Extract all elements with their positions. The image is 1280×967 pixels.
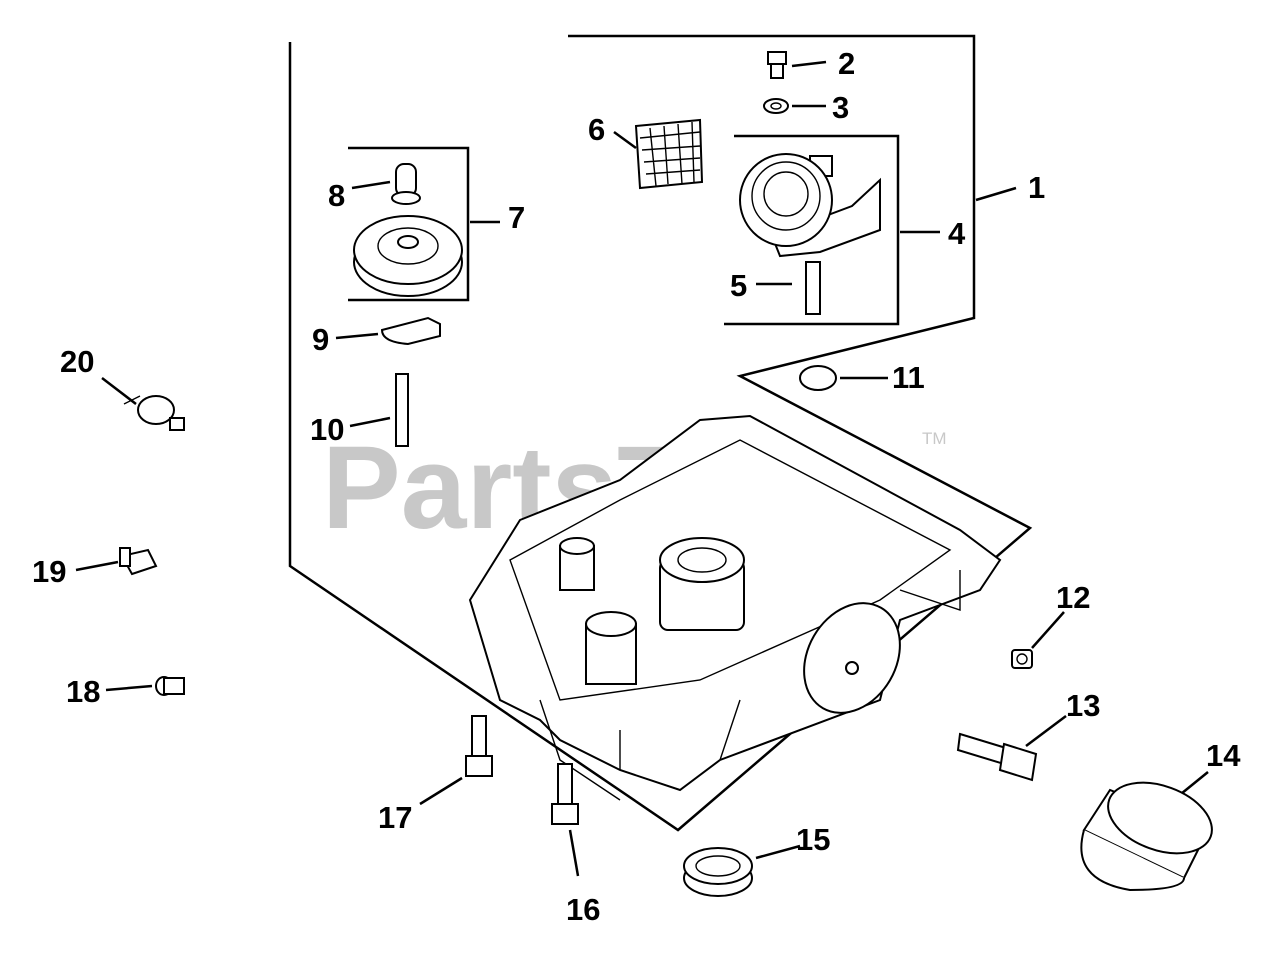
callout-7: 7 xyxy=(508,200,525,235)
callout-13: 13 xyxy=(1066,688,1100,723)
watermark-trademark: TM xyxy=(922,429,947,448)
callout-2: 2 xyxy=(838,46,855,81)
assembly-bracket-main xyxy=(288,34,1033,832)
oil-pump-part-4 xyxy=(739,153,881,258)
bolt-part-17 xyxy=(465,715,493,777)
callout-labels: 1 2 3 4 5 6 7 8 9 10 11 12 13 14 15 16 1… xyxy=(32,46,1241,927)
callout-1: 1 xyxy=(1028,170,1045,205)
washer-hole xyxy=(770,102,782,110)
shaft-part-10 xyxy=(395,373,409,447)
oil-pan-housing xyxy=(468,414,1002,801)
plunger-part-8 xyxy=(391,163,421,205)
assembly-bracket-4 xyxy=(724,134,900,326)
nut-part-12 xyxy=(1011,649,1033,669)
bolt-part-2 xyxy=(767,51,787,79)
callout-11: 11 xyxy=(892,360,925,395)
washer-part-3 xyxy=(763,98,789,114)
callout-6: 6 xyxy=(588,112,605,147)
callout-20: 20 xyxy=(60,344,94,379)
callout-17: 17 xyxy=(378,800,412,835)
cam-part-9 xyxy=(380,316,441,346)
callout-5: 5 xyxy=(730,268,747,303)
oil-sensor-part-20 xyxy=(123,395,185,431)
plug-part-18 xyxy=(155,676,185,696)
seal-part-15 xyxy=(683,847,753,897)
callout-9: 9 xyxy=(312,322,329,357)
assembly-bracket-7 xyxy=(348,146,470,302)
leader-lines xyxy=(75,60,1209,877)
plug-part-19 xyxy=(119,547,158,576)
callout-16: 16 xyxy=(566,892,600,927)
callout-10: 10 xyxy=(310,412,344,447)
pin-part-5 xyxy=(805,261,821,315)
screen-part-6 xyxy=(634,118,704,190)
callout-12: 12 xyxy=(1056,580,1090,615)
governor-gear-part-7 xyxy=(353,215,463,297)
oring-part-11 xyxy=(799,365,837,391)
callout-3: 3 xyxy=(832,90,849,125)
callout-8: 8 xyxy=(328,178,345,213)
callout-15: 15 xyxy=(796,822,830,857)
bolt-part-16 xyxy=(551,763,579,825)
oil-filter-part-14 xyxy=(1080,781,1213,892)
callout-19: 19 xyxy=(32,554,66,589)
callout-14: 14 xyxy=(1206,738,1241,773)
fitting-part-13 xyxy=(956,732,1038,782)
callout-4: 4 xyxy=(948,216,966,251)
callout-18: 18 xyxy=(66,674,100,709)
